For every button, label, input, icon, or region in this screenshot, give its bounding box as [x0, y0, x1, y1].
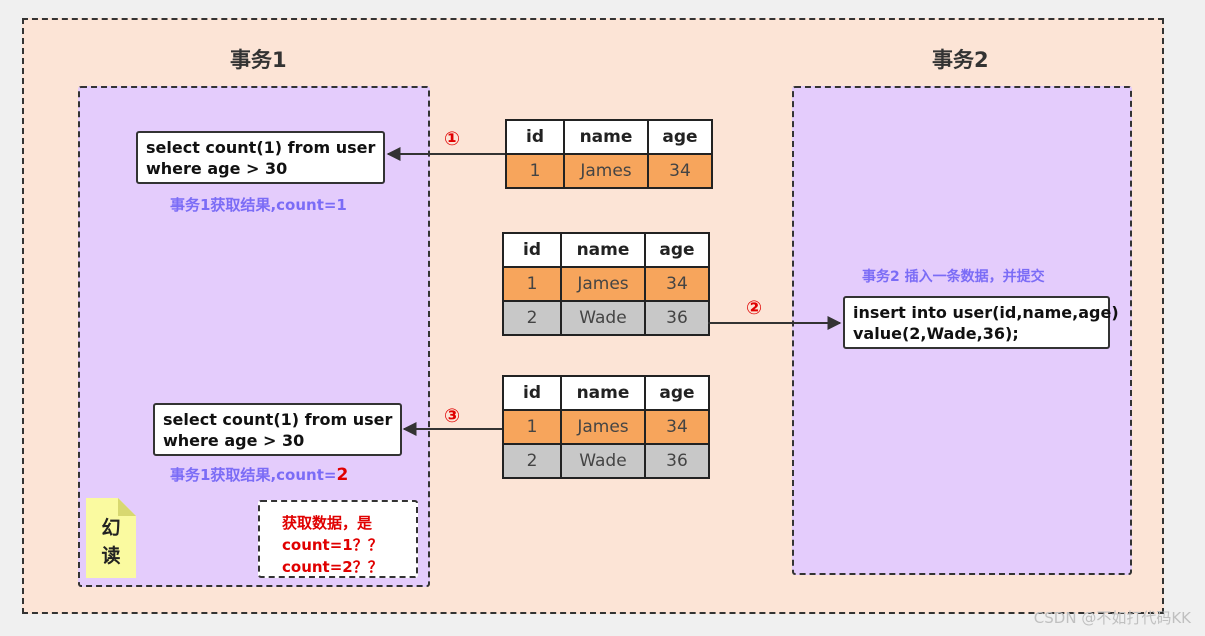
- phantom-read-sticky-note: 幻 读: [86, 498, 136, 578]
- question-line-2: count=1？？: [282, 536, 383, 554]
- transaction2-title: 事务2: [932, 48, 989, 72]
- cell-age: 34: [647, 153, 713, 189]
- table-row: 1 James 34: [502, 266, 710, 302]
- header-age: age: [644, 375, 710, 411]
- step-3-marker: ③: [444, 405, 461, 427]
- cell-name: Wade: [560, 443, 646, 479]
- user-table-3: id name age 1 James 34 2 Wade 36: [502, 375, 710, 479]
- transaction2-insert: insert into user(id,name,age) value(2,Wa…: [843, 296, 1119, 349]
- header-age: age: [644, 232, 710, 268]
- sticky-note-text: 幻 读: [86, 514, 136, 570]
- transaction1-result1: 事务1获取结果,count=1: [170, 196, 347, 214]
- header-id: id: [505, 119, 565, 155]
- cell-age: 34: [644, 409, 710, 445]
- question-line-3: count=2？？: [282, 558, 383, 576]
- step-1-marker: ①: [444, 128, 461, 150]
- cell-id: 2: [502, 443, 562, 479]
- transaction1-query2: select count(1) from user where age > 30: [153, 403, 402, 456]
- cell-id: 2: [502, 300, 562, 336]
- table-row: 2 Wade 36: [502, 443, 710, 479]
- result2-value: 2: [336, 465, 349, 485]
- cell-name: James: [560, 409, 646, 445]
- cell-name: Wade: [560, 300, 646, 336]
- cell-age: 34: [644, 266, 710, 302]
- sticky-note-icon: [86, 498, 136, 578]
- question-line-1: 获取数据，是: [282, 514, 373, 532]
- header-name: name: [563, 119, 649, 155]
- user-table-1: id name age 1 James 34: [505, 119, 713, 189]
- transaction1-result2: 事务1获取结果,count=2: [170, 464, 348, 485]
- step-2-marker: ②: [746, 297, 763, 319]
- header-name: name: [560, 232, 646, 268]
- transaction1-title: 事务1: [230, 48, 287, 72]
- header-id: id: [502, 375, 562, 411]
- user-table-2: id name age 1 James 34 2 Wade 36: [502, 232, 710, 336]
- header-name: name: [560, 375, 646, 411]
- cell-id: 1: [505, 153, 565, 189]
- question-box: 获取数据，是 count=1？？ count=2？？: [258, 500, 418, 578]
- transaction1-query1: select count(1) from user where age > 30: [136, 131, 385, 184]
- cell-name: James: [560, 266, 646, 302]
- table-row: 1 James 34: [502, 409, 710, 445]
- sticky-line-1: 幻: [101, 517, 121, 539]
- watermark: CSDN @不如打代码KK: [1033, 609, 1191, 627]
- header-id: id: [502, 232, 562, 268]
- header-age: age: [647, 119, 713, 155]
- cell-age: 36: [644, 443, 710, 479]
- cell-id: 1: [502, 266, 562, 302]
- table-row: 1 James 34: [505, 153, 713, 189]
- cell-age: 36: [644, 300, 710, 336]
- cell-id: 1: [502, 409, 562, 445]
- sticky-line-2: 读: [101, 545, 121, 567]
- cell-name: James: [563, 153, 649, 189]
- result2-prefix: 事务1获取结果,count=: [170, 466, 337, 484]
- transaction2-note: 事务2 插入一条数据，并提交: [862, 269, 1045, 285]
- table-row: 2 Wade 36: [502, 300, 710, 336]
